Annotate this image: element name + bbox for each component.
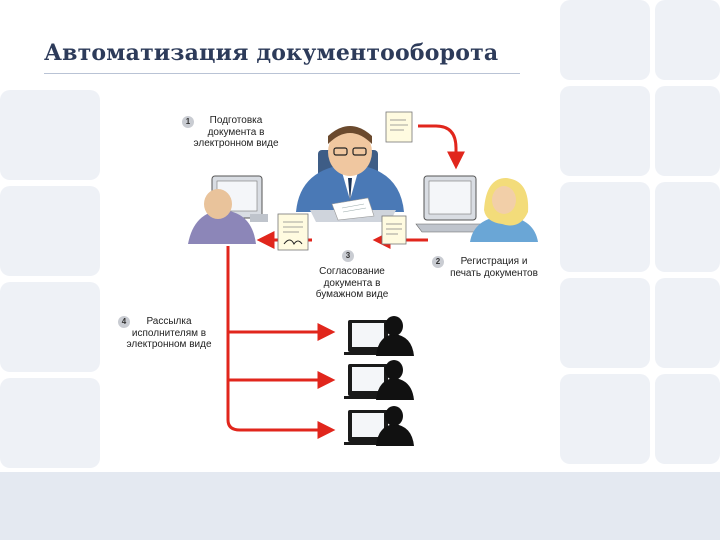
step-4-number: 4 [118,316,130,328]
step-2-line-2: печать документов [450,267,538,279]
recipient-computer-icon [344,406,414,446]
workflow-illustration [188,111,538,446]
step-3-label: Согласование документа в бумажном виде [302,266,402,301]
step-2-number: 2 [432,256,444,268]
workflow-diagram: 1 Подготовка документа в электронном вид… [106,100,556,462]
step-1-line-3: электронном виде [193,138,279,149]
step-1-label: Подготовка документа в электронном виде [180,115,292,150]
title-underline [44,73,520,74]
step-2-line-1: Регистрация и [460,256,528,267]
registrar-computer-icon [415,175,538,242]
step-3-line-2: документа в [323,277,381,289]
arrow-to-registration [418,124,465,170]
step-4-line-1: Рассылка [146,316,192,327]
recipient-computer-icon [344,360,414,400]
recipient-computer-icon [344,316,414,356]
step-4-line-2: исполнителям в [131,327,207,339]
step-1-number: 1 [182,116,194,128]
step-4-label: Рассылка исполнителям в электронном виде [112,316,226,351]
step-2-label: Регистрация и печать документов [438,256,550,279]
slide-title: Автоматизация документооборота [44,40,499,66]
document-icon [381,215,407,245]
step-3-line-1: Согласование [319,266,385,277]
sender-computer-icon [188,175,268,244]
step-3-line-3: бумажном виде [315,289,389,300]
manager-figure-icon [296,126,404,222]
arrow-to-recipient-3 [226,419,336,439]
step-4-line-3: электронном виде [126,339,212,350]
step-1-line-2: документа в [207,126,265,138]
signed-document-icon [277,213,309,251]
document-icon [385,111,413,143]
step-3-number: 3 [342,250,354,262]
step-1-line-1: Подготовка [209,115,263,126]
